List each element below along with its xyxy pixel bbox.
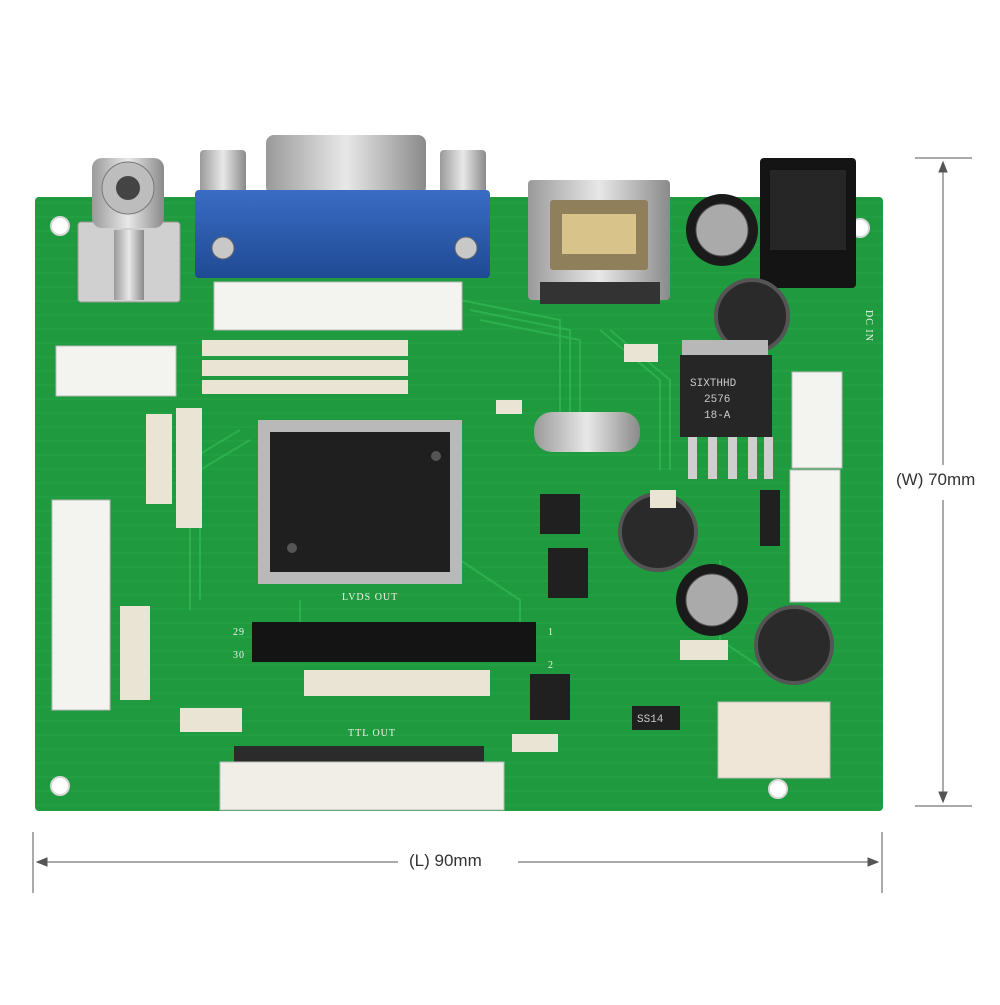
length-dimension-label: (L) 90mm [405, 851, 486, 871]
dc-jack [760, 158, 856, 288]
wire-connector-left-side [51, 499, 111, 711]
hdmi-connector [528, 180, 670, 304]
pin-1-label: 1 [548, 627, 554, 638]
lvds-out-label: LVDS OUT [342, 592, 398, 603]
dc-in-label: DC IN [863, 310, 874, 342]
crystal-oscillator [534, 412, 640, 452]
capacitor-mid [676, 564, 748, 636]
voltage-regulator: SIXTHHD 2576 18-A [680, 340, 773, 479]
ttl-out-label: TTL OUT [348, 728, 396, 739]
length-dimension-line [32, 832, 883, 893]
diode [632, 706, 680, 730]
regulator-marking-3: 18-A [704, 410, 731, 422]
smd-chip-3 [530, 674, 570, 720]
regulator-marking-2: 2576 [704, 394, 730, 406]
capacitor-top [686, 194, 758, 266]
wire-connector-left-top [55, 345, 177, 397]
regulator-marking-1: SIXTHHD [690, 378, 737, 390]
wire-connector-top [213, 281, 463, 331]
smd-chip-2 [548, 548, 588, 598]
main-processor-chip [258, 420, 462, 584]
pin-29-label: 29 [233, 627, 245, 638]
diode-marking: SS14 [637, 714, 664, 726]
ffc-connector [219, 746, 505, 811]
rca-jack [77, 158, 181, 303]
pin-2-label: 2 [548, 660, 554, 671]
pin-30-label: 30 [233, 650, 245, 661]
pin-header [252, 622, 536, 662]
smd-diode-right [760, 490, 780, 546]
width-dimension-line [915, 157, 972, 807]
wire-connector-bottom-right [717, 701, 831, 779]
width-dimension-label: (W) 70mm [892, 470, 980, 490]
wire-connector-right-top [791, 371, 843, 469]
smd-resistor-array [120, 340, 728, 752]
vga-connector [195, 135, 490, 278]
smd-chip-1 [540, 494, 580, 534]
wire-connector-right-mid [789, 469, 841, 603]
inductor-bottom [754, 605, 834, 685]
